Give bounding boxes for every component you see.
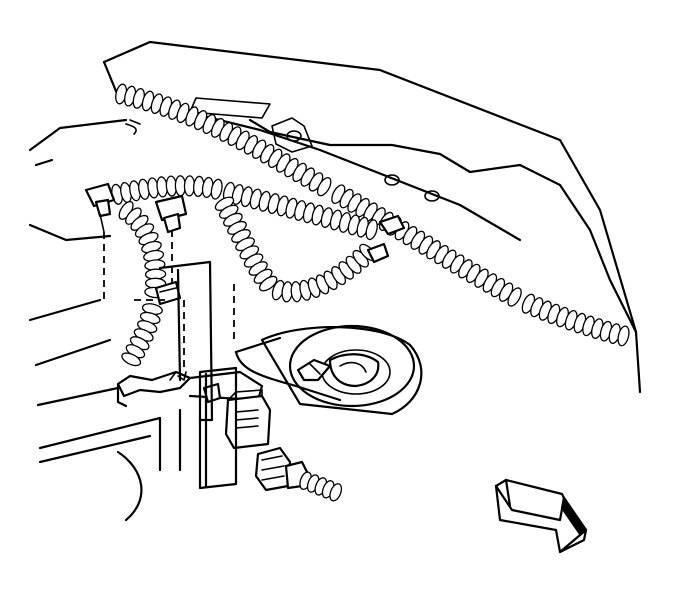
direction-arrow-icon [494, 478, 588, 554]
fender-structure [28, 223, 182, 522]
connector-branch-small [134, 280, 182, 306]
lower-harness-loom [299, 471, 343, 502]
loom-clip [366, 214, 406, 264]
main-harness-loom [111, 83, 630, 367]
loom-band [329, 483, 343, 502]
mounting-bracket [116, 370, 264, 408]
loom-band [316, 177, 332, 197]
connector-left [84, 182, 116, 300]
loom-band [121, 352, 142, 367]
bracket-plate [158, 260, 235, 422]
connector-middle [154, 194, 188, 300]
loom-band [365, 219, 378, 241]
loom-band [617, 325, 630, 347]
horn-assembly [234, 324, 423, 416]
sensor-module [198, 366, 272, 490]
loom-band [258, 275, 278, 292]
loom-band [210, 178, 223, 200]
lower-connector [254, 446, 343, 502]
loom-band [507, 287, 522, 307]
